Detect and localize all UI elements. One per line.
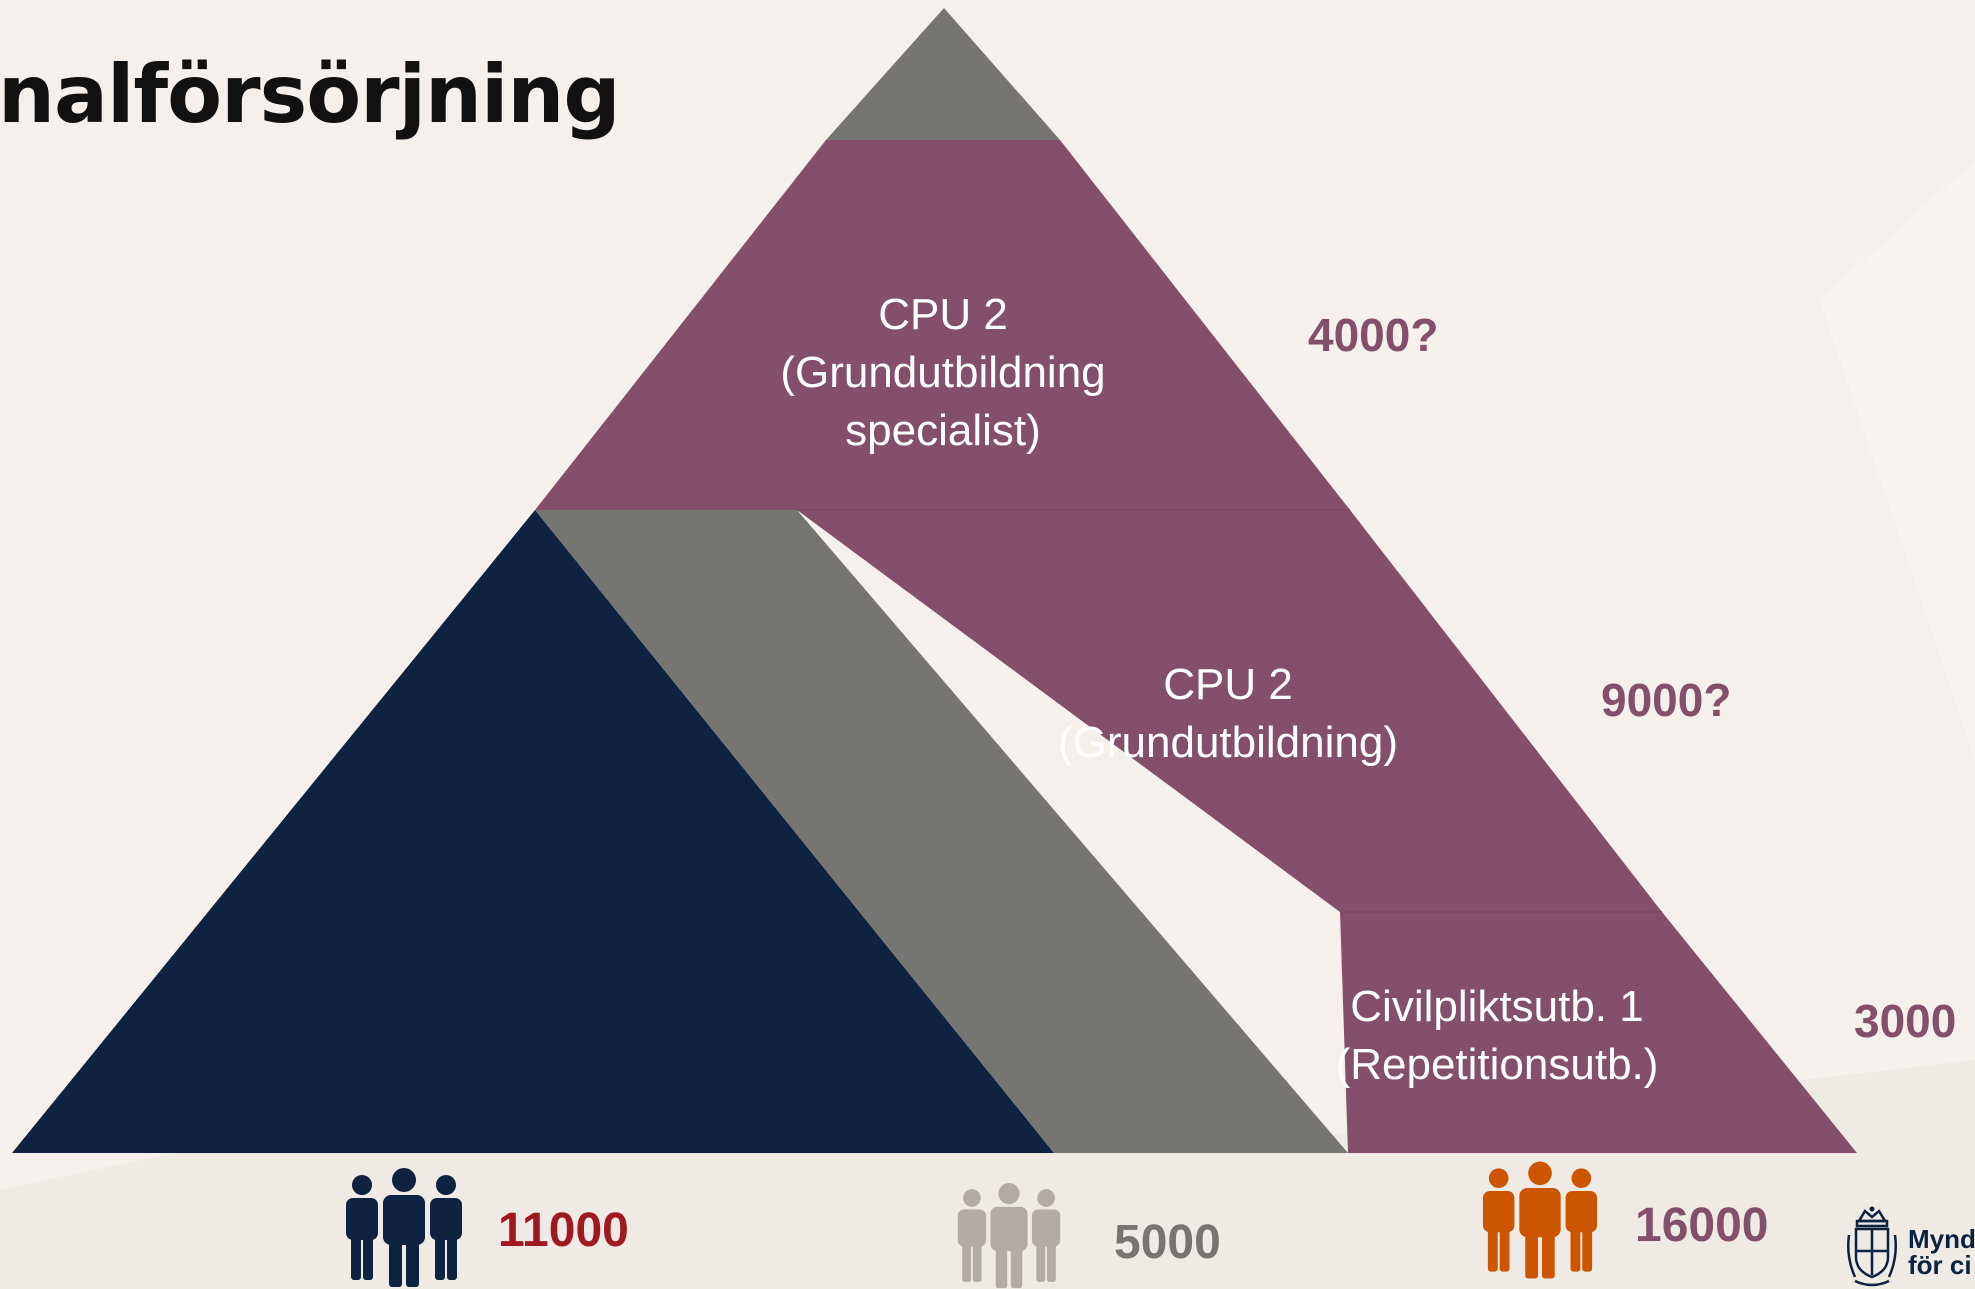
pyramid-gray-band xyxy=(535,510,1348,1153)
segment-value-middle: 9000? xyxy=(1601,674,1732,726)
segment-label-bottom-line-2: (Repetitionsutb.) xyxy=(1335,1040,1659,1089)
segment-label-middle-line-2: (Grundutbildning) xyxy=(1058,718,1398,767)
total-count-gray: 5000 xyxy=(1114,1216,1221,1269)
segment-label-top-line-1: CPU 2 xyxy=(878,290,1008,339)
pyramid-segment-bottom xyxy=(1340,912,1857,1153)
agency-logo-line-2: för ci xyxy=(1908,1250,1972,1280)
segment-value-top: 4000? xyxy=(1308,309,1439,361)
page-title: nalförsörjning xyxy=(0,48,621,141)
total-count-navy: 11000 xyxy=(498,1204,629,1257)
people-group-icon xyxy=(346,1168,462,1287)
coat-of-arms-icon xyxy=(1847,1206,1897,1287)
people-group-icon xyxy=(1482,1161,1598,1279)
agency-logo-line-1: Mynd xyxy=(1908,1224,1975,1254)
segment-label-top: CPU 2 (Grundutbildning specialist) xyxy=(780,286,1105,460)
agency-logo-text: Mynd för ci xyxy=(1908,1226,1975,1278)
segment-label-top-line-2: (Grundutbildning xyxy=(780,348,1106,397)
total-count-orange: 16000 xyxy=(1635,1199,1769,1252)
segment-label-middle-line-1: CPU 2 xyxy=(1163,660,1293,709)
segment-value-bottom: 3000 xyxy=(1854,995,1957,1047)
pyramid-apex xyxy=(826,8,1060,140)
segment-label-bottom-line-1: Civilpliktsutb. 1 xyxy=(1350,982,1644,1031)
segment-label-bottom: Civilpliktsutb. 1 (Repetitionsutb.) xyxy=(1336,978,1659,1094)
pyramid-navy-segment xyxy=(12,510,1054,1153)
pyramid-segment-middle xyxy=(797,510,1662,912)
segment-label-top-line-3: specialist) xyxy=(845,406,1041,455)
people-group-icon xyxy=(957,1183,1061,1289)
pyramid-segment-top xyxy=(535,140,1350,510)
segment-label-middle: CPU 2 (Grundutbildning) xyxy=(1058,656,1398,772)
